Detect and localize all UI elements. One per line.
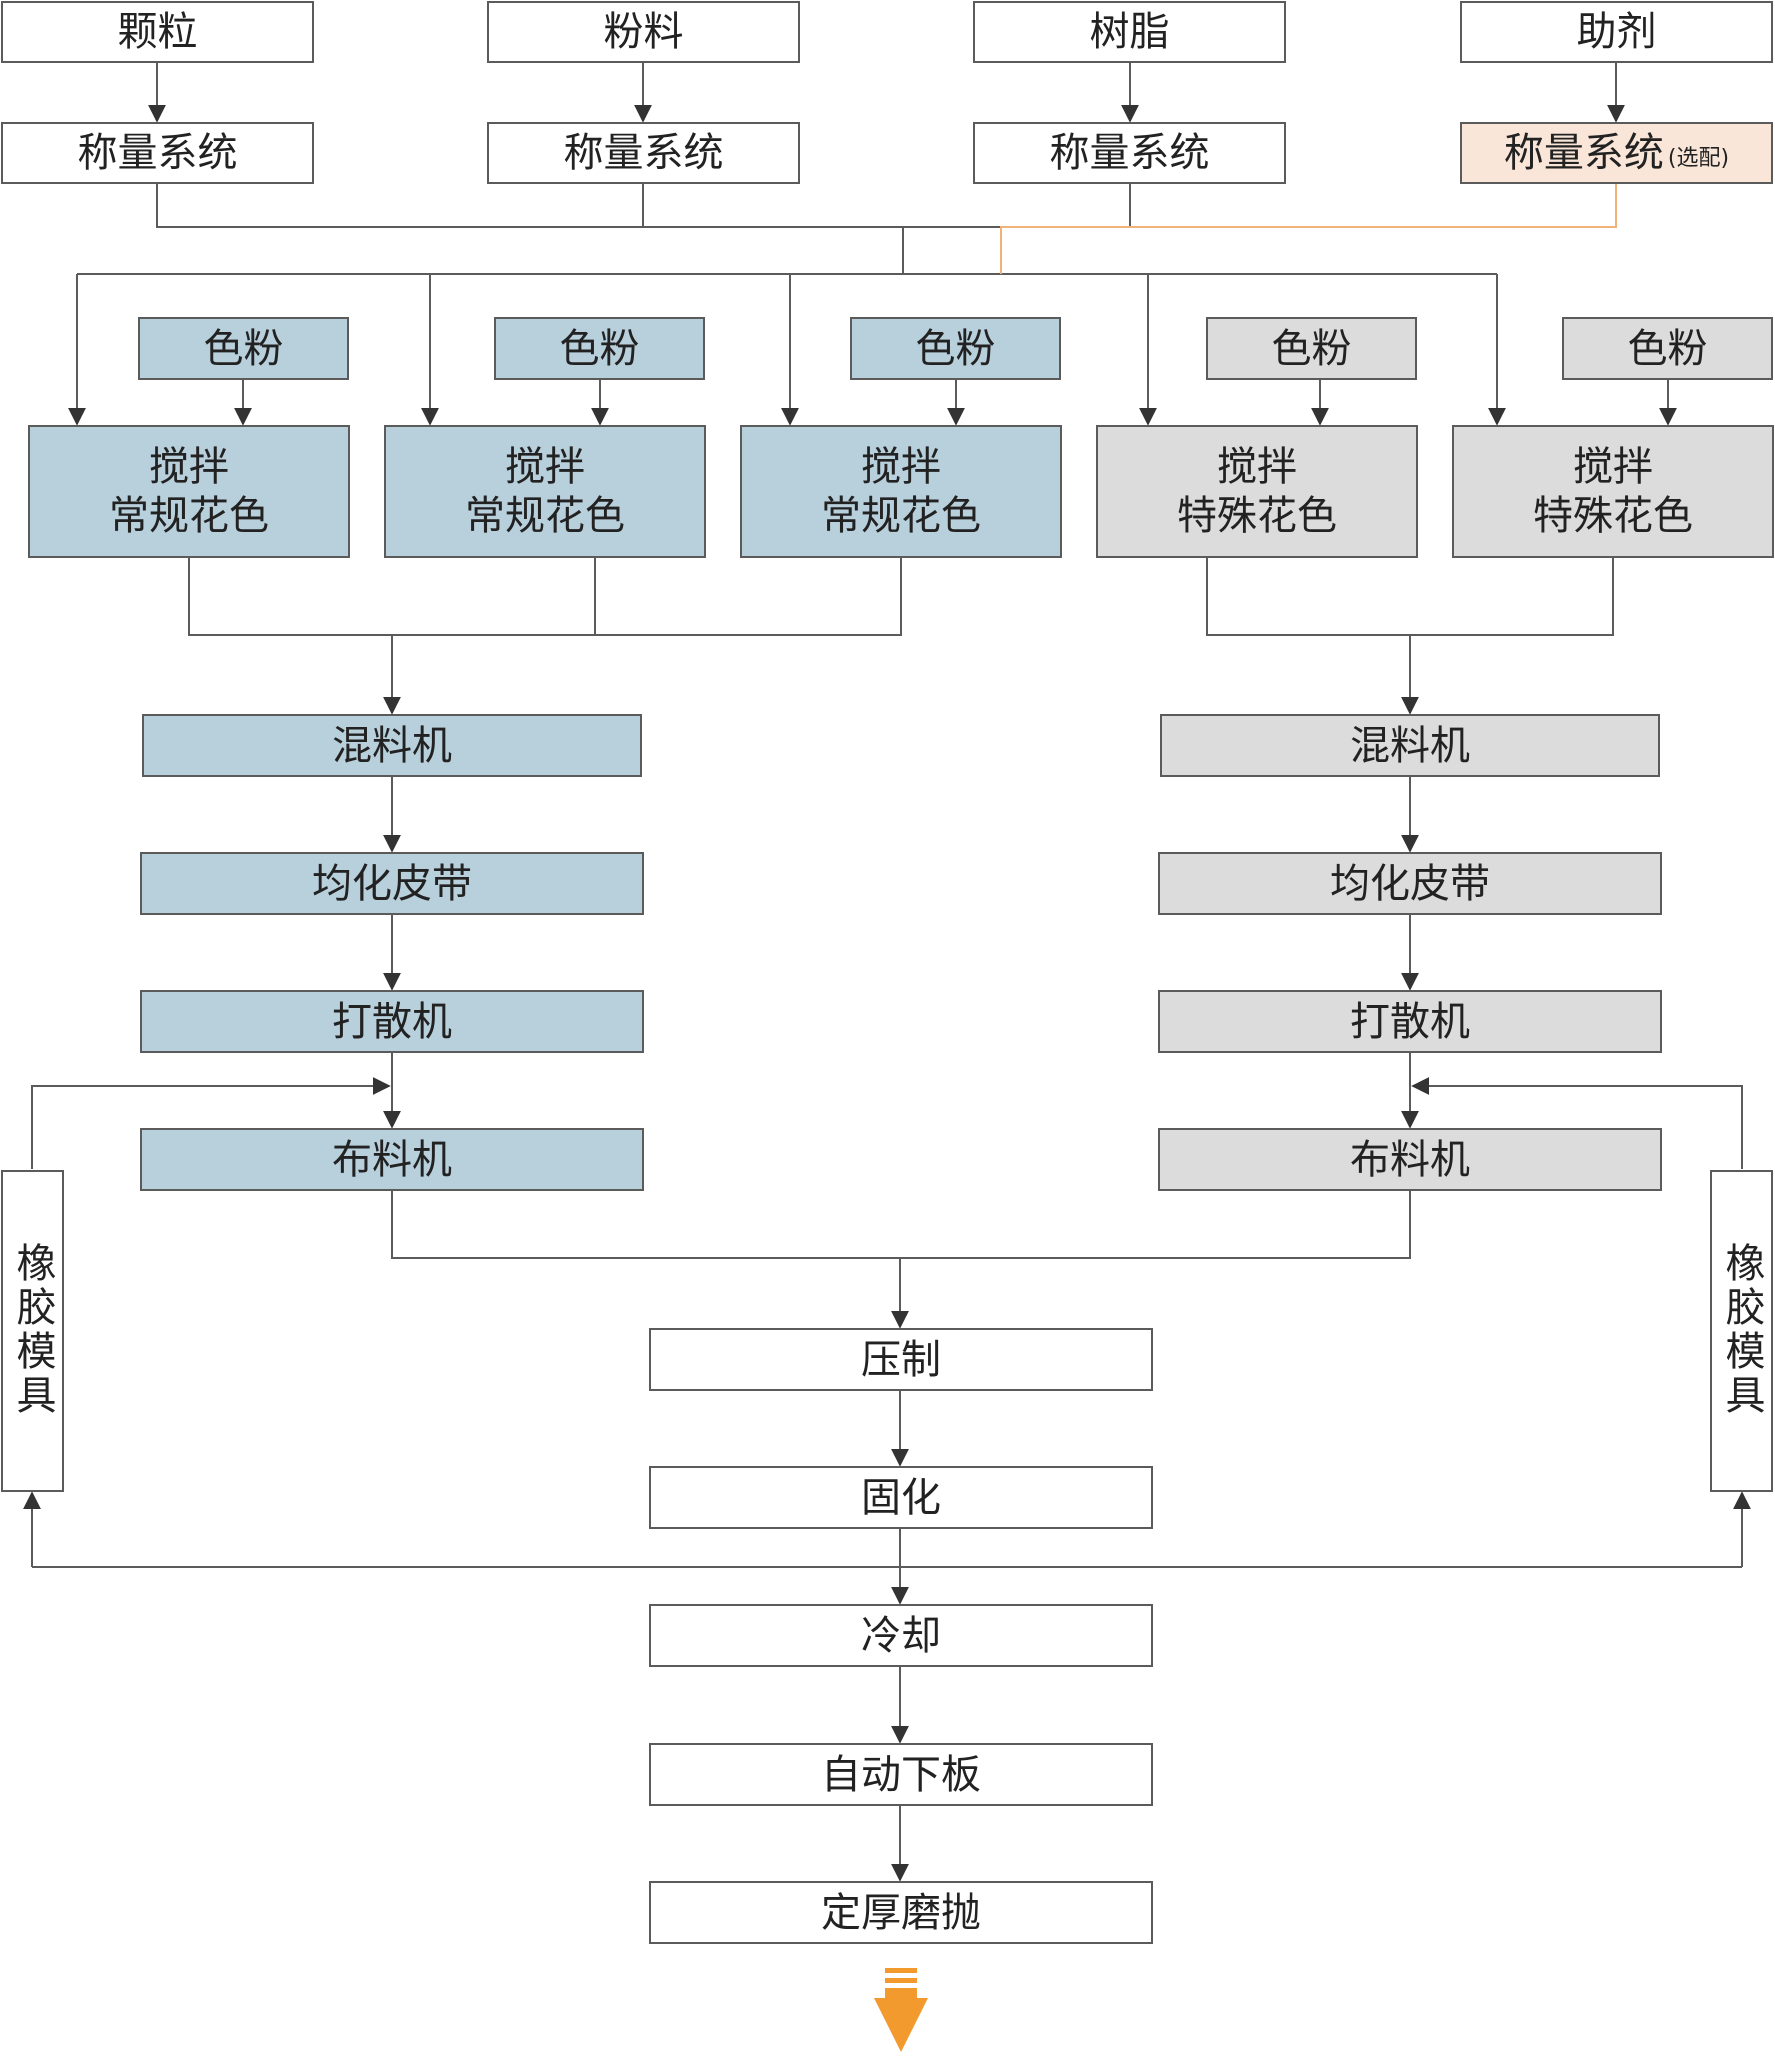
pigment-5: 色粉 (1562, 317, 1773, 380)
step-auto-unloading: 自动下板 (649, 1743, 1153, 1806)
mixer-regular-3: 搅拌 常规花色 (740, 425, 1062, 558)
mixer-regular-2: 搅拌 常规花色 (384, 425, 706, 558)
mixer-special-1: 搅拌 特殊花色 (1096, 425, 1418, 558)
weighing-system-optional: 称量系统(选配) (1460, 122, 1773, 184)
step-curing: 固化 (649, 1466, 1153, 1529)
pigment-1: 色粉 (138, 317, 349, 380)
right-homogenizing-belt: 均化皮带 (1158, 852, 1662, 915)
right-distributor: 布料机 (1158, 1128, 1662, 1191)
pigment-3: 色粉 (850, 317, 1061, 380)
left-disperser: 打散机 (140, 990, 644, 1053)
rubber-mold-right: 橡胶模具 (1710, 1170, 1773, 1492)
mixer-line1: 搅拌 (505, 443, 585, 490)
step-pressing: 压制 (649, 1328, 1153, 1391)
step-cooling: 冷却 (649, 1604, 1153, 1667)
mixer-line1: 搅拌 (1573, 443, 1653, 490)
mixer-line2: 特殊花色 (1533, 492, 1693, 539)
mixer-line2: 特殊花色 (1177, 492, 1337, 539)
mixer-line2: 常规花色 (465, 492, 625, 539)
rubber-mold-left: 橡胶模具 (1, 1170, 64, 1492)
mixer-special-2: 搅拌 特殊花色 (1452, 425, 1774, 558)
left-blender: 混料机 (142, 714, 642, 777)
mixer-line2: 常规花色 (821, 492, 981, 539)
mixer-line1: 搅拌 (861, 443, 941, 490)
pigment-4: 色粉 (1206, 317, 1417, 380)
mixer-regular-1: 搅拌 常规花色 (28, 425, 350, 558)
weighing-system-3: 称量系统 (973, 122, 1286, 184)
input-granules: 颗粒 (1, 1, 314, 63)
right-blender: 混料机 (1160, 714, 1660, 777)
weighing-label: 称量系统 (1503, 130, 1664, 176)
weighing-system-1: 称量系统 (1, 122, 314, 184)
mixer-line2: 常规花色 (109, 492, 269, 539)
input-additive: 助剂 (1460, 1, 1773, 63)
mixer-line1: 搅拌 (1217, 443, 1297, 490)
input-powder: 粉料 (487, 1, 800, 63)
left-distributor: 布料机 (140, 1128, 644, 1191)
weighing-system-2: 称量系统 (487, 122, 800, 184)
left-homogenizing-belt: 均化皮带 (140, 852, 644, 915)
pigment-2: 色粉 (494, 317, 705, 380)
right-disperser: 打散机 (1158, 990, 1662, 1053)
step-calibrating-polishing: 定厚磨抛 (649, 1881, 1153, 1944)
output-arrow-icon (874, 1968, 928, 2052)
input-resin: 树脂 (973, 1, 1286, 63)
optional-note: (选配) (1667, 145, 1730, 171)
mixer-line1: 搅拌 (149, 443, 229, 490)
